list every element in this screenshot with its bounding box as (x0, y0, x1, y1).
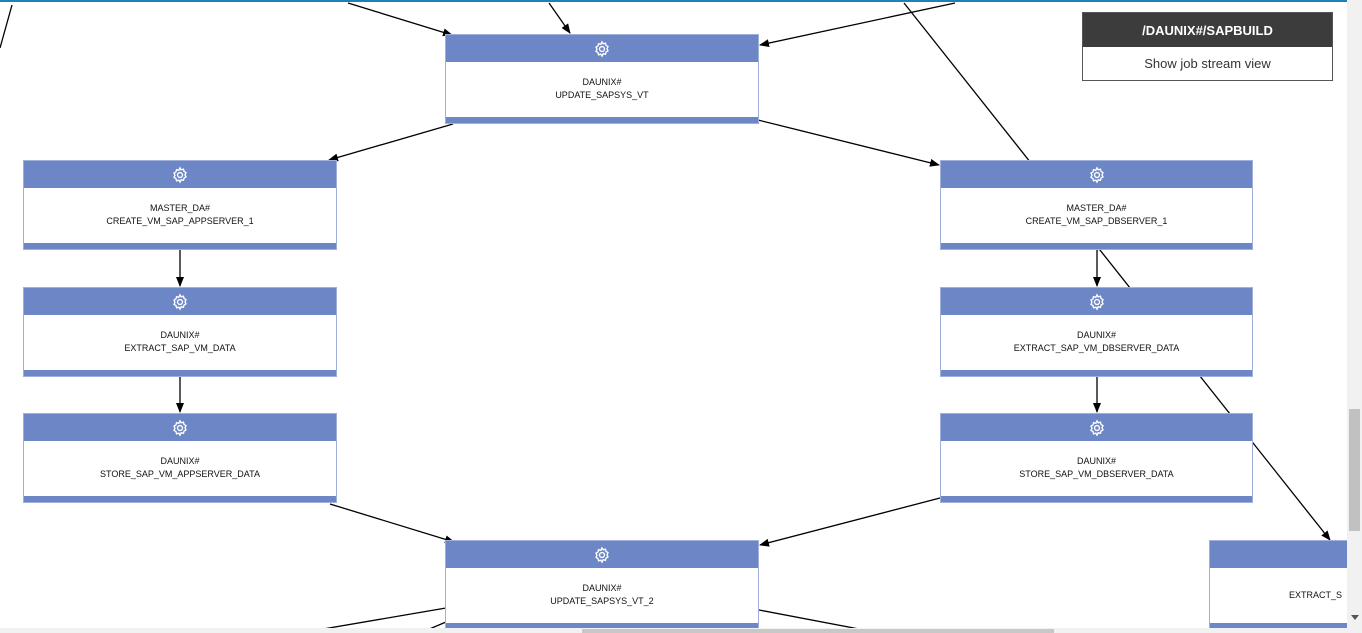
job-stream-title: /DAUNIX#/SAPBUILD (1083, 13, 1332, 47)
job-node-footer (941, 243, 1252, 249)
edge-offscreen-to-update-sapsys-vt-a (347, 2, 453, 37)
job-node-footer (24, 243, 336, 249)
job-node-header (446, 541, 758, 568)
job-name: UPDATE_SAPSYS_VT (555, 90, 649, 100)
job-workstation: DAUNIX# (1076, 456, 1116, 466)
gear-icon (1089, 418, 1104, 437)
job-node-update-sapsys-vt[interactable]: DAUNIX# UPDATE_SAPSYS_VT (445, 34, 759, 124)
job-node-header (941, 288, 1252, 315)
job-workstation: DAUNIX# (160, 330, 200, 340)
job-node-footer (1210, 623, 1362, 629)
job-node-footer (24, 370, 336, 376)
edge-offscreen-to-update-sapsys-vt-b (548, 2, 571, 34)
show-job-stream-view-button[interactable]: Show job stream view (1144, 56, 1271, 71)
scroll-down-arrow-icon[interactable] (1351, 615, 1359, 620)
job-node-footer (941, 370, 1252, 376)
job-node-footer (446, 623, 758, 629)
job-node-header (941, 414, 1252, 441)
job-workstation: MASTER_DA# (1066, 203, 1127, 213)
edge-store-dbserver-to-update-sapsys-vt-2 (759, 497, 941, 547)
horizontal-scrollbar[interactable] (0, 628, 1347, 633)
gear-icon (173, 292, 187, 311)
gear-icon (1089, 165, 1104, 184)
job-workstation: DAUNIX# (582, 583, 622, 593)
job-node-store-sap-vm-appserver-data[interactable]: DAUNIX# STORE_SAP_VM_APPSERVER_DATA (23, 413, 337, 503)
job-node-store-sap-vm-dbserver-data[interactable]: DAUNIX# STORE_SAP_VM_DBSERVER_DATA (940, 413, 1253, 503)
gear-icon (595, 39, 609, 58)
edge-offscreen-to-update-sapsys-vt-c (759, 2, 956, 48)
edge-store-appserver-to-update-sapsys-vt-2 (329, 503, 455, 544)
vertical-scrollbar[interactable] (1347, 0, 1362, 633)
top-border (0, 0, 1362, 2)
gear-icon (595, 545, 609, 564)
job-node-extract-partial[interactable]: EXTRACT_S (1209, 540, 1362, 630)
horizontal-scrollbar-thumb[interactable] (582, 629, 1054, 633)
job-name: STORE_SAP_VM_APPSERVER_DATA (100, 469, 260, 479)
job-workstation: DAUNIX# (1076, 330, 1116, 340)
job-name: UPDATE_SAPSYS_VT_2 (550, 596, 654, 606)
job-node-header (941, 161, 1252, 188)
edge-offscreen-to-extract-partial (903, 2, 1331, 541)
job-node-footer (446, 117, 758, 123)
job-name: EXTRACT_SAP_VM_DATA (124, 343, 236, 353)
job-node-header (1210, 541, 1362, 568)
job-name: EXTRACT_S (1289, 589, 1343, 600)
job-node-footer (24, 496, 336, 502)
job-name: STORE_SAP_VM_DBSERVER_DATA (1019, 469, 1174, 479)
edge-update-sapsys-vt-to-create-dbserver (757, 119, 940, 167)
edge-update-sapsys-vt-to-create-appserver (328, 123, 454, 162)
job-node-header (24, 288, 336, 315)
job-node-extract-sap-vm-dbserver-data[interactable]: DAUNIX# EXTRACT_SAP_VM_DBSERVER_DATA (940, 287, 1253, 377)
job-name: CREATE_VM_SAP_DBSERVER_1 (1025, 216, 1168, 226)
job-node-create-vm-sap-appserver-1[interactable]: MASTER_DA# CREATE_VM_SAP_APPSERVER_1 (23, 160, 337, 250)
job-node-header (446, 35, 758, 62)
gear-icon (173, 165, 187, 184)
gear-icon (1089, 292, 1104, 311)
job-node-header (24, 414, 336, 441)
job-node-header (24, 161, 336, 188)
job-name: CREATE_VM_SAP_APPSERVER_1 (106, 216, 254, 226)
job-workstation: DAUNIX# (160, 456, 200, 466)
job-workstation: MASTER_DA# (149, 203, 211, 213)
job-stream-panel: /DAUNIX#/SAPBUILD Show job stream view (1082, 12, 1333, 81)
job-name: EXTRACT_SAP_VM_DBSERVER_DATA (1013, 343, 1180, 353)
job-node-extract-sap-vm-data[interactable]: DAUNIX# EXTRACT_SAP_VM_DATA (23, 287, 337, 377)
vertical-scrollbar-thumb[interactable] (1349, 409, 1360, 531)
job-node-create-vm-sap-dbserver-1[interactable]: MASTER_DA# CREATE_VM_SAP_DBSERVER_1 (940, 160, 1253, 250)
job-node-update-sapsys-vt-2[interactable]: DAUNIX# UPDATE_SAPSYS_VT_2 (445, 540, 759, 630)
gear-icon (173, 418, 187, 437)
job-node-footer (941, 496, 1252, 502)
edge-offscreen-left (0, 4, 13, 49)
job-workstation: DAUNIX# (582, 77, 622, 87)
